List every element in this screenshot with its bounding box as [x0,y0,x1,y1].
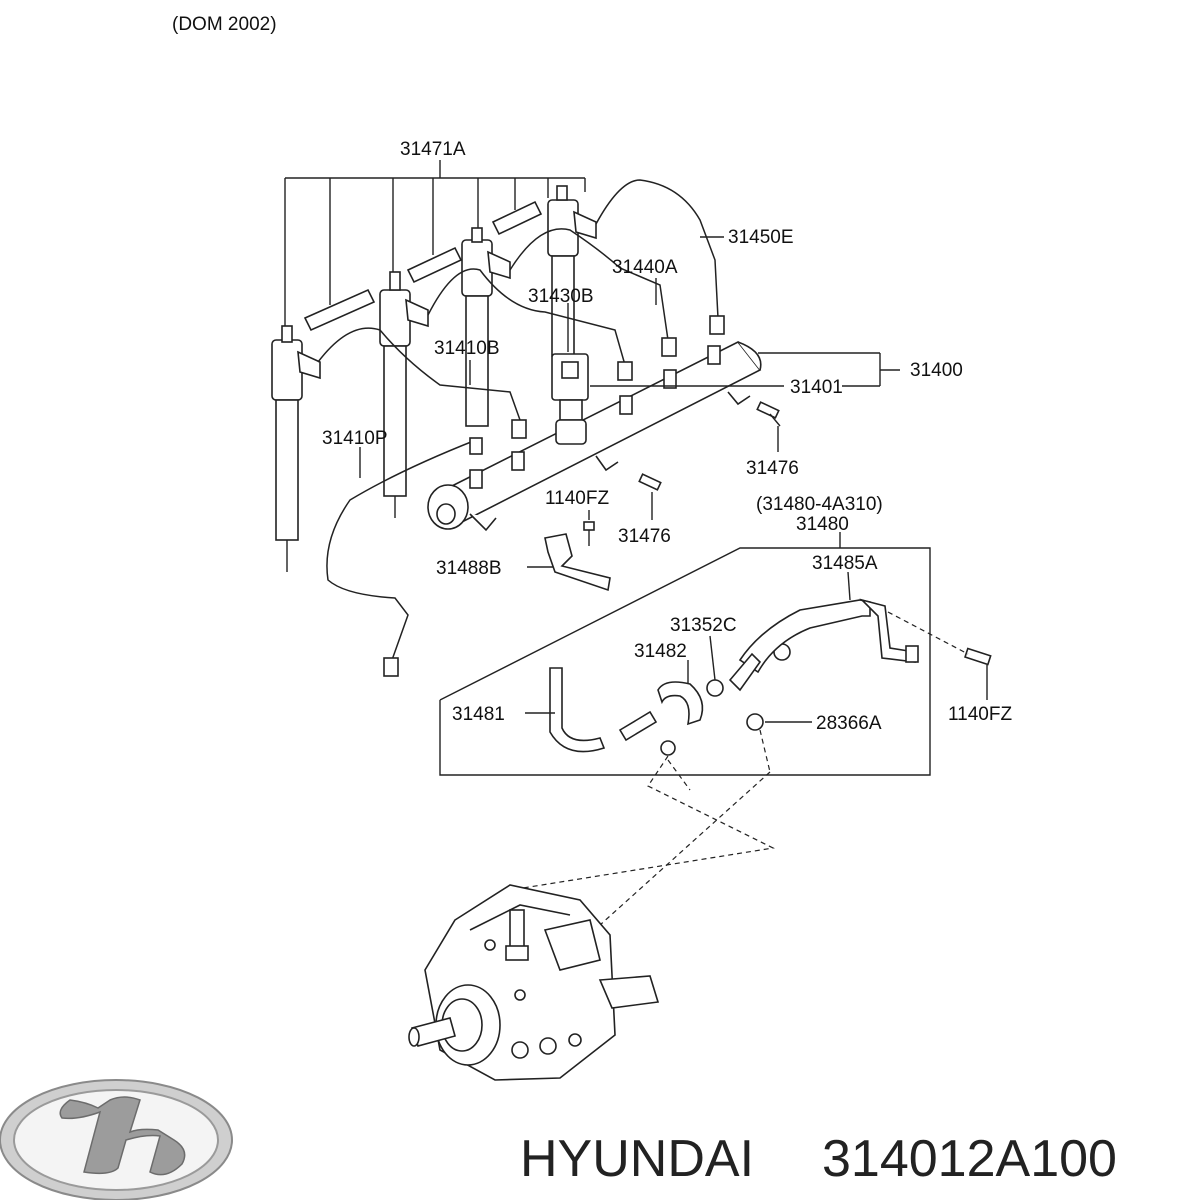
bolt-1140FZ-upper [583,521,595,546]
label-31440A: 31440A [612,257,678,278]
part-number: 314012A100 [822,1130,1117,1188]
label-1140FZ-lower: 1140FZ [948,704,1012,725]
label-31476-upper: 31476 [746,458,799,479]
injector-3 [461,227,511,427]
leader-lines [359,236,900,568]
hyundai-logo [0,1079,233,1200]
label-31400: 31400 [910,360,963,381]
bolt-31476-upper [756,401,781,427]
leak-off-tubes [303,200,543,332]
label-31480-alt: (31480-4A310) [756,494,883,515]
return-line-box [439,547,931,776]
label-31471A: 31471A [400,139,466,160]
label-31410P: 31410P [322,428,388,449]
label-31401: 31401 [790,377,843,398]
label-31450E: 31450E [728,227,794,248]
label-31488B: 31488B [436,558,502,579]
label-31482: 31482 [634,641,687,662]
label-31481: 31481 [452,704,505,725]
label-31480: 31480 [796,514,849,535]
label-31476-lower: 31476 [618,526,671,547]
bolt-31476-lower [638,473,662,491]
label-28366A: 28366A [816,713,882,734]
injector-leader-bracket [284,160,586,330]
label-31410B: 31410B [434,338,500,359]
header-note: (DOM 2002) [172,14,277,35]
high-pressure-pipes [317,179,725,677]
part-labels: 31471A 31450E 31440A 31430B 31410B 31400… [322,139,1012,734]
return-line-parts [525,571,992,756]
high-pressure-pump [408,884,660,1081]
label-31430B: 31430B [528,286,594,307]
bracket-31488B [544,533,611,592]
label-31485A: 31485A [812,553,878,574]
label-1140FZ-upper: 1140FZ [545,488,609,509]
injector-1 [271,325,321,572]
injector-4 [547,185,597,357]
brand-name: HYUNDAI [520,1130,754,1188]
rail-pressure-sensor [551,353,589,445]
common-rail [427,340,762,532]
connection-dashes [522,729,775,926]
label-31352C: 31352C [670,615,737,636]
injector-2 [379,271,429,518]
